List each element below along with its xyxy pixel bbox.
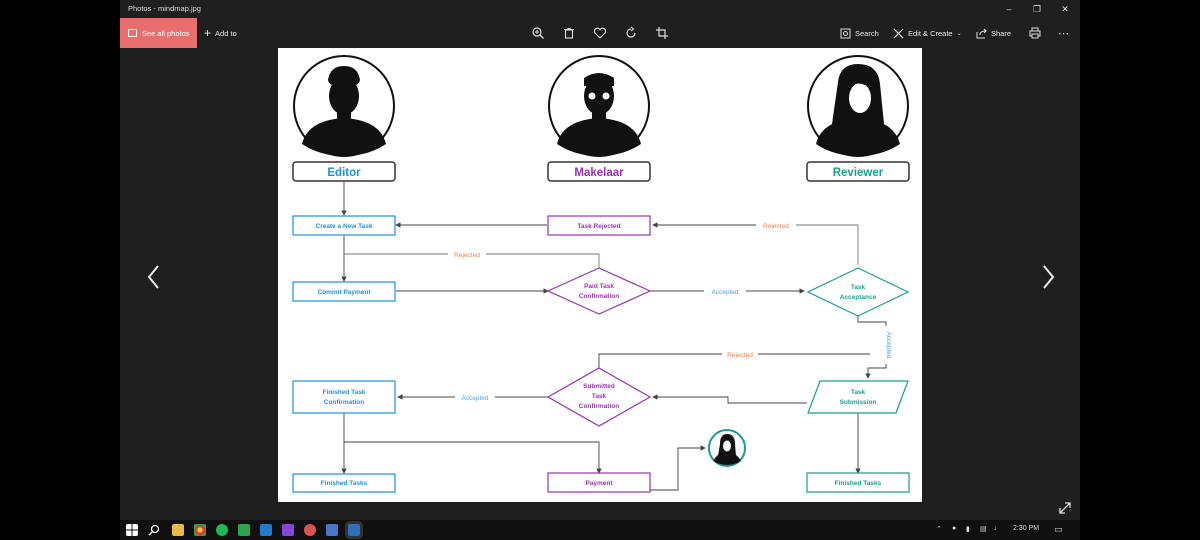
- finished-tasks-reviewer-node: [806, 472, 910, 493]
- displayed-image: Editor Makelaar Reviewer: [278, 48, 922, 502]
- see-all-photos-button[interactable]: See all photos: [120, 18, 197, 48]
- restore-button[interactable]: ❐: [1032, 4, 1042, 14]
- print-icon[interactable]: [1028, 26, 1042, 40]
- reviewer-role-label: Reviewer: [833, 167, 884, 179]
- paid-task-confirmation-label-2: Confirmation: [579, 293, 619, 300]
- chrome-icon[interactable]: [194, 524, 206, 536]
- finished-task-confirmation-label-2: Confirmation: [324, 399, 364, 406]
- makelaar-role-label: Makelaar: [574, 167, 624, 179]
- editor-avatar: [293, 55, 395, 157]
- create-task-node: [292, 215, 396, 236]
- add-to-button[interactable]: + Add to: [204, 18, 237, 48]
- tray-chevron-icon[interactable]: ⌃: [936, 526, 942, 533]
- close-button[interactable]: ✕: [1061, 4, 1069, 14]
- edit-create-button[interactable]: Edit & Create ⌄: [893, 18, 962, 48]
- start-icon[interactable]: [126, 524, 138, 536]
- zoom-icon[interactable]: [531, 26, 545, 40]
- share-label: Share: [991, 28, 1012, 38]
- heart-icon[interactable]: [593, 26, 607, 40]
- task-acceptance-label-2: Acceptance: [840, 294, 877, 301]
- notifications-icon[interactable]: ▭: [1054, 524, 1063, 534]
- finished-task-confirmation-node: [292, 380, 396, 414]
- finished-tasks-editor-node: [292, 473, 396, 493]
- paid-task-confirmation-node: [546, 267, 652, 315]
- reviewer-role-box: [806, 161, 910, 182]
- finished-task-confirmation-label-1: Finished Task: [323, 389, 366, 396]
- app-icon-blue[interactable]: [326, 524, 338, 536]
- task-acceptance-label-1: Task: [851, 284, 866, 291]
- reviewer-avatar: [807, 55, 909, 157]
- crop-icon[interactable]: [655, 26, 669, 40]
- photos-taskbar-icon[interactable]: [348, 524, 360, 536]
- makelaar-role-box: [547, 161, 651, 182]
- recipient-avatar: [708, 429, 746, 467]
- network-icon[interactable]: ▤: [980, 526, 987, 533]
- task-submission-label-1: Task: [851, 389, 866, 396]
- add-to-label: Add to: [215, 28, 237, 38]
- finished-tasks-reviewer-label: Finished Tasks: [835, 480, 882, 487]
- edge-label-accepted-3: Accepted: [461, 395, 488, 402]
- photos-icon: [128, 29, 137, 37]
- task-acceptance-node: [806, 267, 910, 317]
- commit-payment-label: Commit Payment: [317, 289, 371, 296]
- task-submission-label-2: Submission: [840, 399, 877, 406]
- rotate-icon[interactable]: [624, 26, 638, 40]
- share-icon: [976, 28, 987, 38]
- see-all-photos-label: See all photos: [142, 28, 190, 38]
- vscode-icon[interactable]: [260, 524, 272, 536]
- task-submission-node: [807, 380, 909, 414]
- chevron-down-icon: ⌄: [956, 30, 962, 37]
- app-icon-green[interactable]: [238, 524, 250, 536]
- windows-taskbar: ⌃ ● ▮ ▤ ♩ 2:30 PM ▭: [120, 520, 1080, 540]
- file-explorer-icon[interactable]: [172, 524, 184, 536]
- edge-label-rejected-1: Rejected: [763, 223, 789, 230]
- volume-icon[interactable]: ♩: [994, 525, 1001, 532]
- image-viewer: Editor Makelaar Reviewer: [120, 48, 1080, 520]
- search-label: Search: [855, 28, 879, 38]
- submitted-task-confirmation-node: [546, 367, 652, 427]
- delete-icon[interactable]: [562, 26, 576, 40]
- makelaar-avatar: [548, 55, 650, 157]
- workflow-diagram: Editor Makelaar Reviewer: [292, 55, 910, 493]
- app-icon-red[interactable]: [304, 524, 316, 536]
- spotify-icon[interactable]: [216, 524, 228, 536]
- edge-label-accepted-1: Accepted: [711, 289, 738, 296]
- microphone-icon[interactable]: ●: [952, 525, 957, 532]
- paid-task-confirmation-label-1: Paid Task: [584, 283, 614, 290]
- task-rejected-node: [547, 215, 651, 236]
- payment-label: Payment: [585, 480, 613, 487]
- toolbar: See all photos + Add to Search: [120, 18, 1080, 48]
- share-button[interactable]: Share: [976, 18, 1011, 48]
- edge-label-rejected-3: Rejected: [727, 352, 753, 359]
- finished-tasks-editor-label: Finished Tasks: [321, 480, 368, 487]
- submitted-task-confirmation-label-1: Submitted: [583, 383, 615, 390]
- payment-node: [547, 472, 651, 493]
- next-image-button[interactable]: [1038, 262, 1058, 292]
- search-button[interactable]: Search: [840, 18, 879, 48]
- more-options-button[interactable]: ⋯: [1058, 27, 1069, 40]
- editor-role-label: Editor: [327, 167, 361, 179]
- commit-payment-node: [292, 281, 396, 302]
- title-bar: Photos - mindmap.jpg – ❐ ✕: [120, 0, 1080, 18]
- edit-create-label: Edit & Create: [908, 28, 953, 38]
- expand-icon[interactable]: [1057, 500, 1073, 516]
- create-task-label: Create a New Task: [316, 223, 373, 230]
- submitted-task-confirmation-label-3: Confirmation: [579, 403, 619, 410]
- battery-icon[interactable]: ▮: [966, 526, 970, 533]
- photos-app-window: Photos - mindmap.jpg – ❐ ✕ See all photo…: [120, 0, 1080, 540]
- edge-label-rejected-2: Rejected: [454, 252, 480, 259]
- search-taskbar-icon[interactable]: [148, 524, 160, 536]
- submitted-task-confirmation-label-2: Task: [592, 393, 607, 400]
- minimize-button[interactable]: –: [1006, 4, 1012, 14]
- edge-label-accepted-2: Accepted: [885, 331, 892, 358]
- clock[interactable]: 2:30 PM: [1013, 525, 1040, 532]
- plus-icon: +: [204, 26, 212, 40]
- window-title: Photos - mindmap.jpg: [128, 4, 201, 13]
- search-icon: [840, 28, 851, 38]
- app-icon-purple[interactable]: [282, 524, 294, 536]
- edit-icon: [893, 28, 904, 38]
- task-rejected-label: Task Rejected: [577, 223, 620, 230]
- previous-image-button[interactable]: [144, 262, 164, 292]
